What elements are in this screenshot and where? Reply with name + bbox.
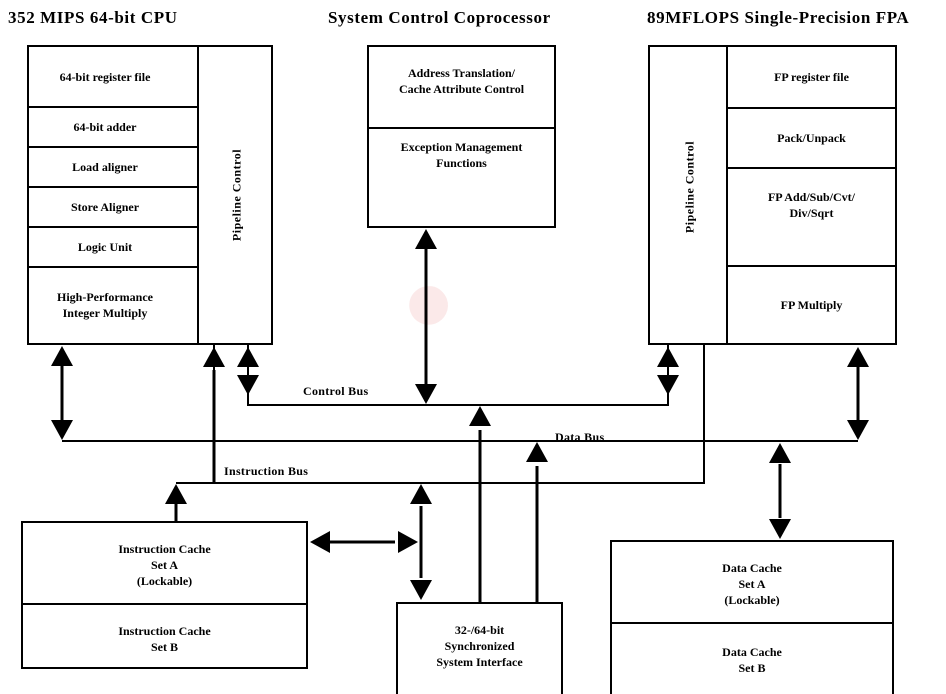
coprocessor-down-arrow <box>415 384 437 404</box>
cpu-title: 352 MIPS 64-bit CPU <box>8 8 178 27</box>
system-interface-block: 32-/64-bit Synchronized System Interface <box>396 602 563 694</box>
cpu-data-up-arrow <box>51 346 73 366</box>
fpa-title: 89MFLOPS Single-Precision FPA <box>647 8 910 27</box>
coprocessor-title: System Control Coprocessor <box>328 8 551 27</box>
cpu-control-down-arrow <box>237 375 259 395</box>
fp-pack-unpack: Pack/Unpack <box>777 131 846 145</box>
instruction-bus-line <box>176 345 705 484</box>
exception-management-unit: Exception Management Functions <box>400 140 523 170</box>
fpa-data-up-arrow <box>847 347 869 367</box>
instruction-cache-set-b: Instruction Cache Set B <box>118 624 211 654</box>
instruction-bus-label: Instruction Bus <box>224 464 309 478</box>
data-cache-set-b: Data Cache Set B <box>722 645 782 675</box>
coprocessor-up-arrow <box>415 229 437 249</box>
control-bus-label: Control Bus <box>303 384 369 398</box>
cpu-logic-unit: Logic Unit <box>77 240 133 254</box>
fp-register-file: FP register file <box>774 70 849 84</box>
fpa-control-up-arrow <box>657 347 679 367</box>
system-interface-label: 32-/64-bit Synchronized System Interface <box>436 623 523 669</box>
data-cache-set-a: Data Cache Set A (Lockable) <box>722 561 782 607</box>
sysif-control-up-arrow <box>469 406 491 426</box>
icache-sysif-left-arrow <box>310 531 330 553</box>
sysif-instruction-up-arrow <box>410 484 432 504</box>
cpu-adder: 64-bit adder <box>73 120 137 134</box>
fp-multiply: FP Multiply <box>780 298 843 312</box>
icache-instruction-up-arrow <box>165 484 187 504</box>
cpu-instruction-up-arrow <box>203 347 225 367</box>
data-cache-block: Data Cache Set A (Lockable) Data Cache S… <box>610 540 894 694</box>
sysif-instruction-down-arrow <box>410 580 432 600</box>
cpu-block: 64-bit register file 64-bit adder Load a… <box>27 45 273 345</box>
control-bus-line <box>247 345 669 406</box>
cpu-load-aligner: Load aligner <box>72 160 138 174</box>
coprocessor-block: Address Translation/ Cache Attribute Con… <box>367 45 556 228</box>
instruction-cache-block: Instruction Cache Set A (Lockable) Instr… <box>21 521 308 669</box>
fp-add-sub-div: FP Add/Sub/Cvt/ Div/Sqrt <box>767 190 856 220</box>
address-translation-unit: Address Translation/ Cache Attribute Con… <box>398 66 525 96</box>
cpu-store-aligner: Store Aligner <box>70 200 140 214</box>
dcache-data-down-arrow <box>769 519 791 539</box>
fpa-control-down-arrow <box>657 375 679 395</box>
instruction-cache-set-a: Instruction Cache Set A (Lockable) <box>118 542 211 588</box>
cpu-data-down-arrow <box>51 420 73 440</box>
icache-sysif-right-arrow <box>398 531 418 553</box>
cpu-integer-multiply: High-Performance Integer Multiply <box>57 290 153 320</box>
cpu-control-up-arrow <box>237 347 259 367</box>
dcache-data-up-arrow <box>769 443 791 463</box>
fpa-block: Pipeline Control FP register file Pack/U… <box>648 45 897 345</box>
cpu-register-file: 64-bit register file <box>59 70 151 84</box>
fpa-data-down-arrow <box>847 420 869 440</box>
sysif-data-up-arrow <box>526 442 548 462</box>
